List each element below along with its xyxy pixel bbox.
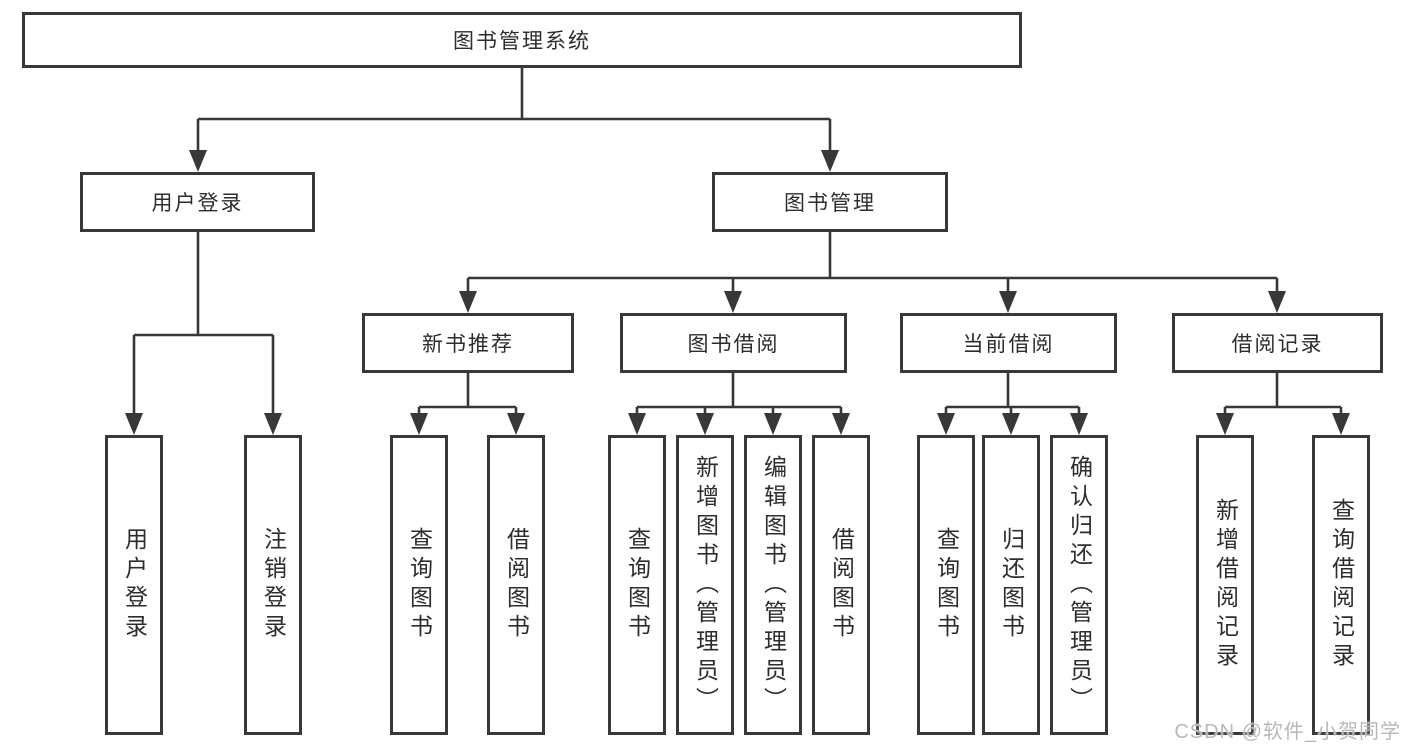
- arrowhead: [1070, 413, 1088, 435]
- leaf-label: 编辑图书（管理员）: [760, 454, 787, 716]
- arrowhead: [1216, 413, 1234, 435]
- leaf-return-books: 归还图书: [982, 435, 1040, 735]
- node-label: 图书借阅: [687, 333, 780, 356]
- node-current-borrow: 当前借阅: [900, 313, 1117, 373]
- leaf-edit-book-admin: 编辑图书（管理员）: [744, 435, 802, 735]
- leaf-query-books-current: 查询图书: [917, 435, 975, 735]
- leaf-label: 借阅图书: [503, 527, 530, 643]
- arrowhead: [1332, 413, 1350, 435]
- node-label: 当前借阅: [962, 333, 1055, 356]
- arrowhead: [696, 413, 714, 435]
- leaf-label: 借阅图书: [828, 527, 855, 643]
- node-label: 新书推荐: [422, 333, 514, 356]
- leaf-user-login: 用户登录: [105, 435, 163, 735]
- edge-borrow-records-to-leaves: [1223, 373, 1343, 414]
- node-borrow-records: 借阅记录: [1172, 313, 1383, 373]
- arrowhead: [999, 291, 1017, 313]
- leaf-label: 查询图书: [933, 527, 960, 643]
- leaf-add-borrow-record: 新增借阅记录: [1196, 435, 1254, 735]
- leaf-label: 新增图书（管理员）: [692, 454, 719, 716]
- node-new-book-recommend: 新书推荐: [362, 313, 574, 373]
- node-label: 图书管理: [784, 192, 876, 215]
- arrowhead: [1002, 413, 1020, 435]
- leaf-label: 查询借阅记录: [1328, 498, 1355, 672]
- edge-new-book-to-leaves: [417, 373, 518, 414]
- arrowhead: [125, 413, 143, 435]
- node-library-management-system: 图书管理系统: [22, 12, 1022, 68]
- leaf-query-borrow-record: 查询借阅记录: [1312, 435, 1370, 735]
- leaf-label: 注销登录: [260, 527, 287, 643]
- arrowhead: [264, 413, 282, 435]
- leaf-borrow-books-recommend: 借阅图书: [487, 435, 545, 735]
- node-book-borrow: 图书借阅: [620, 313, 847, 373]
- arrowhead: [764, 413, 782, 435]
- arrowhead: [459, 291, 477, 313]
- leaf-query-books-borrow: 查询图书: [608, 435, 666, 735]
- arrowhead: [724, 291, 742, 313]
- edge-book-mgmt-to-level3: [466, 232, 1279, 292]
- node-label: 用户登录: [151, 192, 244, 215]
- node-book-management: 图书管理: [712, 172, 948, 232]
- leaf-label: 查询图书: [406, 527, 433, 643]
- node-label: 借阅记录: [1231, 333, 1324, 356]
- leaf-label: 查询图书: [624, 527, 651, 643]
- arrowhead: [507, 413, 525, 435]
- edge-user-login-to-leaves: [132, 232, 275, 414]
- leaf-add-book-admin: 新增图书（管理员）: [676, 435, 734, 735]
- leaf-label: 用户登录: [121, 527, 148, 643]
- arrowhead: [628, 413, 646, 435]
- arrowhead: [937, 413, 955, 435]
- leaf-logout: 注销登录: [244, 435, 302, 735]
- leaf-query-books-recommend: 查询图书: [390, 435, 448, 735]
- leaf-label: 确认归还（管理员）: [1066, 454, 1093, 716]
- arrowhead: [410, 413, 428, 435]
- leaf-label: 归还图书: [998, 527, 1025, 643]
- edge-book-borrow-to-leaves: [635, 373, 843, 414]
- node-user-login: 用户登录: [80, 172, 315, 232]
- arrowhead: [189, 150, 207, 172]
- edge-current-borrow-to-leaves: [944, 373, 1081, 414]
- arrowhead: [1268, 291, 1286, 313]
- edge-root-to-level2: [196, 66, 832, 151]
- arrowhead: [832, 413, 850, 435]
- leaf-borrow-books: 借阅图书: [812, 435, 870, 735]
- node-label: 图书管理系统: [453, 30, 591, 53]
- leaf-confirm-return-admin: 确认归还（管理员）: [1050, 435, 1108, 735]
- arrowhead: [821, 150, 839, 172]
- csdn-watermark: CSDN @软件_小贺同学: [1174, 721, 1401, 743]
- leaf-label: 新增借阅记录: [1212, 498, 1239, 672]
